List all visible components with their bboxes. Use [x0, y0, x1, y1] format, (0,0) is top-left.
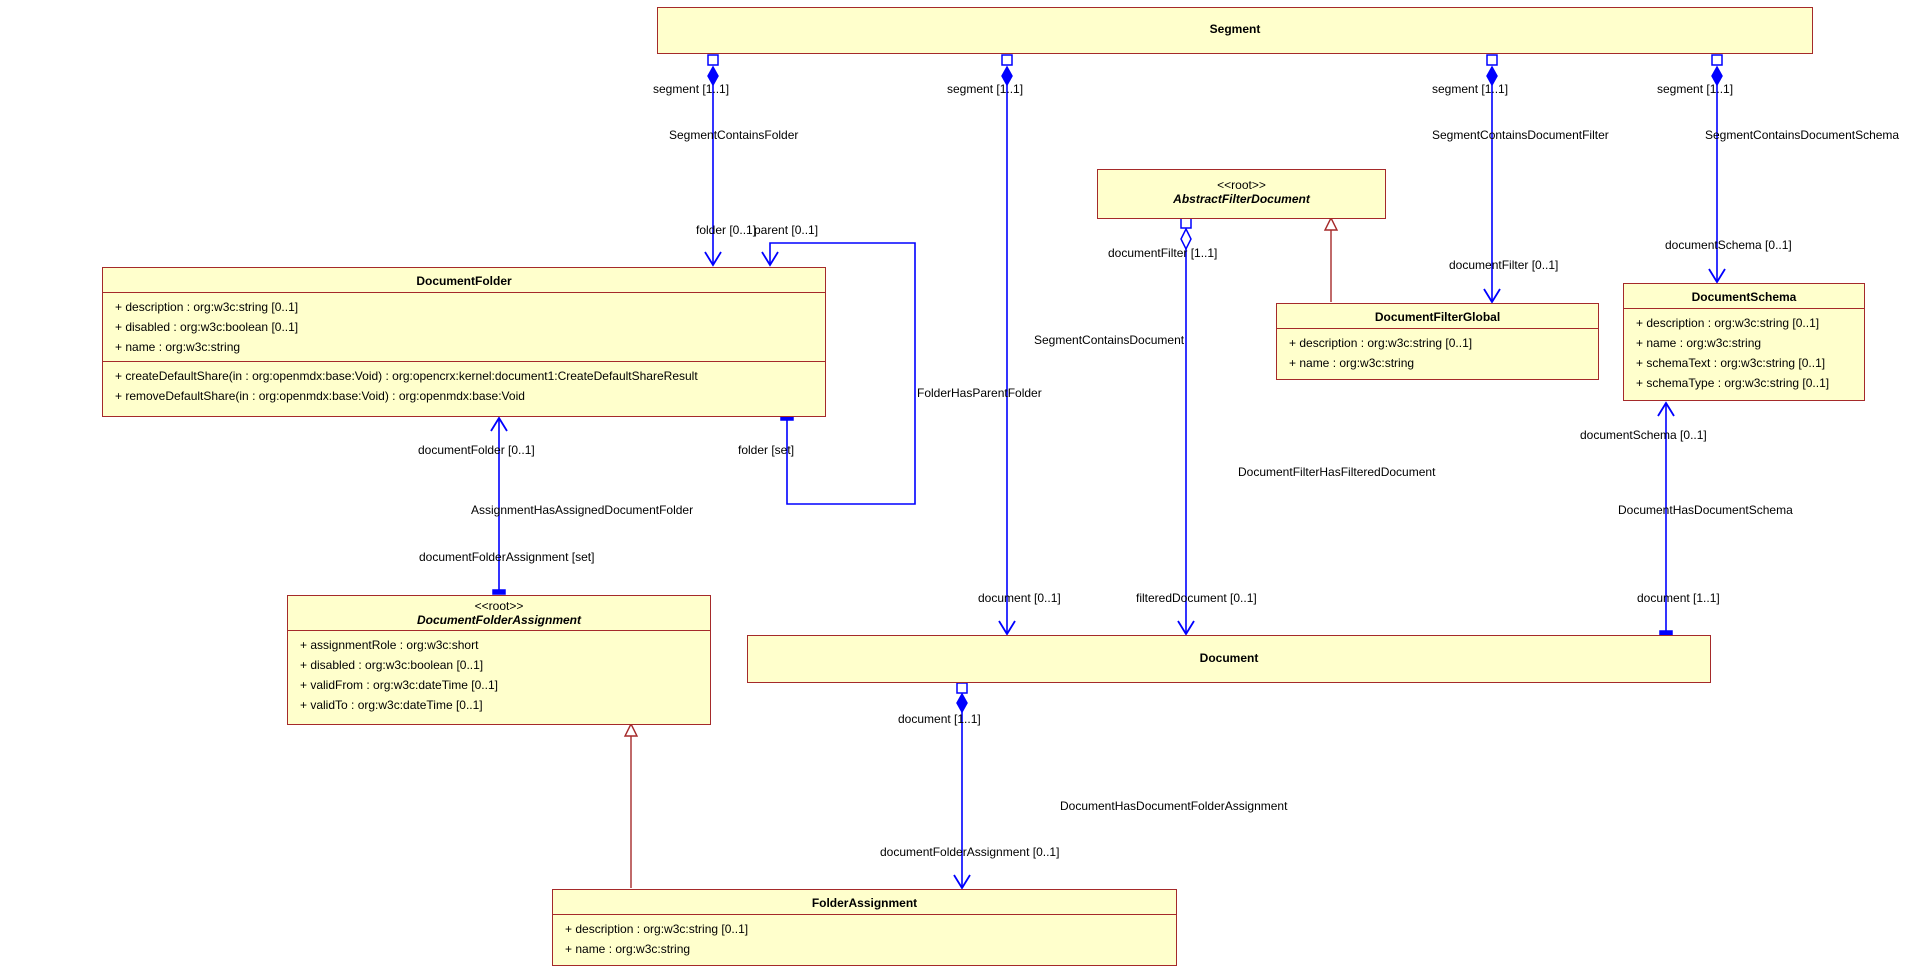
- attribute-row: + name : org:w3c:string: [1636, 336, 1762, 350]
- role-label: documentSchema [0..1]: [1665, 238, 1792, 252]
- class-stereotype: <<root>>: [474, 599, 524, 613]
- association-name: AssignmentHasAssignedDocumentFolder: [471, 503, 694, 517]
- attribute-row: + name : org:w3c:string: [1289, 356, 1415, 370]
- role-label: parent [0..1]: [754, 223, 819, 237]
- class-name: FolderAssignment: [811, 896, 918, 910]
- class-folder-assignment[interactable]: FolderAssignment + description : org:w3c…: [552, 889, 1177, 966]
- association-name: SegmentContainsDocumentFilter: [1432, 128, 1609, 142]
- class-name: Segment: [1209, 22, 1261, 36]
- attribute-section: + description : org:w3c:string [0..1] + …: [103, 292, 825, 361]
- class-document[interactable]: Document: [747, 635, 1711, 683]
- class-document-schema[interactable]: DocumentSchema + description : org:w3c:s…: [1623, 283, 1865, 401]
- class-abstract-filter-document[interactable]: <<root>> AbstractFilterDocument: [1097, 169, 1386, 219]
- role-label: segment [1..1]: [1432, 82, 1509, 96]
- role-label: document [0..1]: [978, 591, 1061, 605]
- attribute-row: + validTo : org:w3c:dateTime [0..1]: [300, 698, 483, 712]
- association-name: DocumentFilterHasFilteredDocument: [1238, 465, 1436, 479]
- role-label: segment [1..1]: [947, 82, 1024, 96]
- class-name: DocumentFilterGlobal: [1374, 310, 1501, 324]
- association-name: DocumentHasDocumentSchema: [1618, 503, 1793, 517]
- role-label: documentSchema [0..1]: [1580, 428, 1707, 442]
- role-label: segment [1..1]: [653, 82, 730, 96]
- attribute-row: + name : org:w3c:string: [115, 340, 241, 354]
- role-label: segment [1..1]: [1657, 82, 1734, 96]
- class-name: DocumentSchema: [1691, 290, 1797, 304]
- attribute-section: + description : org:w3c:string [0..1] + …: [1277, 328, 1598, 377]
- attribute-row: + description : org:w3c:string [0..1]: [565, 922, 749, 936]
- attribute-section: + description : org:w3c:string [0..1] + …: [553, 914, 1176, 963]
- role-label: documentFilter [0..1]: [1449, 258, 1559, 272]
- attribute-row: + description : org:w3c:string [0..1]: [1636, 316, 1820, 330]
- association-name: SegmentContainsDocumentSchema: [1705, 128, 1900, 142]
- class-document-folder-assignment[interactable]: <<root>> DocumentFolderAssignment + assi…: [287, 595, 711, 725]
- role-label: document [1..1]: [898, 712, 981, 726]
- role-label: folder [0..1]: [696, 223, 757, 237]
- class-document-folder[interactable]: DocumentFolder + description : org:w3c:s…: [102, 267, 826, 417]
- attribute-section: + assignmentRole : org:w3c:short + disab…: [288, 630, 710, 719]
- operation-row: + removeDefaultShare(in : org:openmdx:ba…: [115, 389, 525, 403]
- attribute-row: + disabled : org:w3c:boolean [0..1]: [115, 320, 299, 334]
- attribute-row: + schemaType : org:w3c:string [0..1]: [1636, 376, 1830, 390]
- role-label: documentFolderAssignment [0..1]: [880, 845, 1060, 859]
- attribute-row: + validFrom : org:w3c:dateTime [0..1]: [300, 678, 498, 692]
- attribute-row: + description : org:w3c:string [0..1]: [1289, 336, 1473, 350]
- association-name: DocumentHasDocumentFolderAssignment: [1060, 799, 1288, 813]
- class-name: DocumentFolderAssignment: [416, 613, 581, 627]
- operation-row: + createDefaultShare(in : org:openmdx:ba…: [115, 369, 698, 383]
- class-segment[interactable]: Segment: [657, 7, 1813, 54]
- association-name: SegmentContainsFolder: [669, 128, 799, 142]
- class-name: Document: [1199, 651, 1259, 665]
- attribute-row: + disabled : org:w3c:boolean [0..1]: [300, 658, 484, 672]
- class-document-filter-global[interactable]: DocumentFilterGlobal + description : org…: [1276, 303, 1599, 380]
- attribute-section: + description : org:w3c:string [0..1] + …: [1624, 308, 1864, 397]
- operation-section: + createDefaultShare(in : org:openmdx:ba…: [103, 361, 825, 410]
- class-name: DocumentFolder: [416, 274, 512, 288]
- attribute-row: + assignmentRole : org:w3c:short: [300, 638, 479, 652]
- role-label: documentFolderAssignment [set]: [419, 550, 595, 564]
- attribute-row: + schemaText : org:w3c:string [0..1]: [1636, 356, 1826, 370]
- role-label: document [1..1]: [1637, 591, 1720, 605]
- role-label: folder [set]: [738, 443, 795, 457]
- association-name: SegmentContainsDocument: [1034, 333, 1185, 347]
- class-name: AbstractFilterDocument: [1173, 192, 1310, 206]
- attribute-row: + description : org:w3c:string [0..1]: [115, 300, 299, 314]
- association-name: FolderHasParentFolder: [917, 386, 1042, 400]
- attribute-row: + name : org:w3c:string: [565, 942, 691, 956]
- role-label: documentFilter [1..1]: [1108, 246, 1218, 260]
- role-label: filteredDocument [0..1]: [1136, 591, 1257, 605]
- class-stereotype: <<root>>: [1217, 178, 1266, 192]
- role-label: documentFolder [0..1]: [418, 443, 535, 457]
